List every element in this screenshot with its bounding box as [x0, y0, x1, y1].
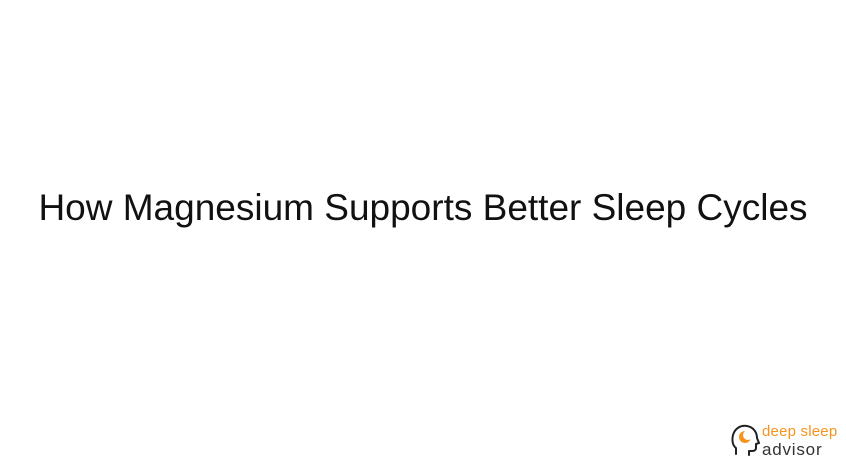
head-moon-icon	[731, 424, 760, 456]
logo-text-line2: advisor	[762, 440, 823, 459]
page-title: How Magnesium Supports Better Sleep Cycl…	[38, 187, 808, 228]
logo-text-line1: deep sleep	[762, 423, 838, 440]
brand-logo[interactable]: deep sleep advisor	[730, 422, 838, 462]
